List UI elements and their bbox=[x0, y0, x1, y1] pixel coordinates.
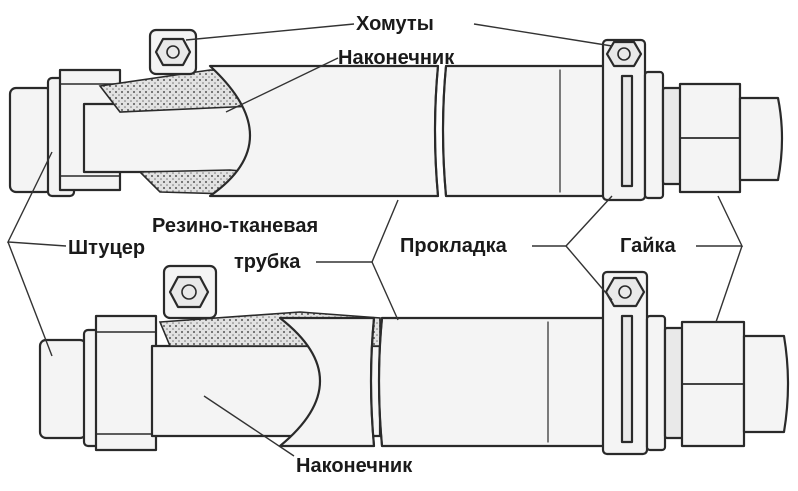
bottom-left-clamp bbox=[162, 264, 218, 320]
bottom-right-clamp bbox=[601, 270, 649, 456]
top-assembly bbox=[8, 28, 784, 202]
bottom-fitting bbox=[38, 314, 158, 452]
top-nut bbox=[678, 82, 784, 194]
top-hose bbox=[208, 64, 614, 198]
leader-lines bbox=[6, 23, 744, 457]
label-tip-bottom: Наконечник bbox=[296, 455, 413, 477]
bottom-hose bbox=[278, 316, 614, 448]
label-tip-top: Наконечник bbox=[338, 47, 455, 69]
label-clamps: Хомуты bbox=[356, 13, 434, 35]
top-left-clamp bbox=[148, 28, 198, 76]
label-nut: Гайка bbox=[620, 235, 677, 257]
label-fitting: Штуцер bbox=[68, 237, 145, 259]
top-right-clamp bbox=[601, 38, 647, 202]
top-gasket bbox=[643, 70, 683, 200]
label-gasket: Прокладка bbox=[400, 235, 508, 257]
label-hose-line1: Резино-тканевая bbox=[152, 215, 318, 237]
bottom-assembly bbox=[38, 264, 790, 456]
label-hose-line2: трубка bbox=[234, 251, 301, 273]
bottom-gasket bbox=[645, 314, 685, 452]
bottom-nut bbox=[680, 320, 790, 448]
